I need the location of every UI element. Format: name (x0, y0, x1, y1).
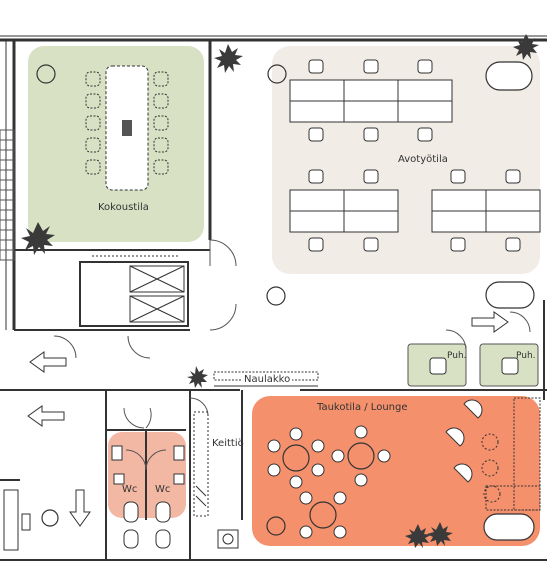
plant-icon (214, 44, 243, 73)
meeting-room-label: Kokoustila (98, 202, 149, 213)
cloakroom-rail (213, 371, 319, 387)
meeting-chairs (85, 71, 169, 175)
plant-icon (513, 34, 539, 60)
walls (0, 35, 547, 561)
open-office-label: Avotyötila (398, 154, 448, 165)
phone-booth-1-label: Puh. (447, 351, 467, 361)
lounge-armchairs (445, 399, 483, 483)
phone-booth-seats (429, 357, 519, 375)
lounge-zone[interactable] (252, 396, 540, 546)
lounge-bench (485, 397, 541, 511)
meeting-table (105, 65, 149, 191)
open-office-desks (289, 79, 541, 233)
meeting-column (36, 64, 56, 84)
plant-icon (405, 522, 453, 548)
arrow-left-icon (27, 405, 65, 427)
plant-icon (187, 366, 208, 388)
wc-fixtures (3, 445, 185, 551)
office-column (266, 286, 286, 306)
kitchen-label: Keittiö (212, 438, 244, 449)
office-chairs (308, 59, 521, 252)
lounge-column (266, 516, 286, 536)
office-sofa (485, 281, 535, 309)
door-swing-icon (53, 239, 531, 471)
kitchen-counter (193, 411, 239, 549)
lounge-tables (282, 442, 375, 529)
wc-left-label: Wc (122, 484, 138, 495)
office-column (267, 64, 287, 84)
corridor-column (41, 509, 59, 527)
lift-icon (79, 255, 189, 327)
lounge-chairs (267, 425, 391, 539)
wc-right-label: Wc (155, 484, 171, 495)
phone-booth-2-label: Puh. (516, 351, 536, 361)
office-sofa (485, 61, 533, 91)
lounge-label: Taukotila / Lounge (317, 402, 408, 413)
stairs-icon (0, 129, 15, 261)
arrow-right-icon (471, 311, 509, 333)
cloakroom-label: Naulakko (242, 374, 293, 385)
lounge-stools (481, 433, 501, 503)
lounge-sofa (483, 513, 535, 541)
arrow-down-icon (69, 489, 91, 527)
plant-icon (21, 222, 55, 255)
arrow-left-icon (29, 351, 67, 373)
